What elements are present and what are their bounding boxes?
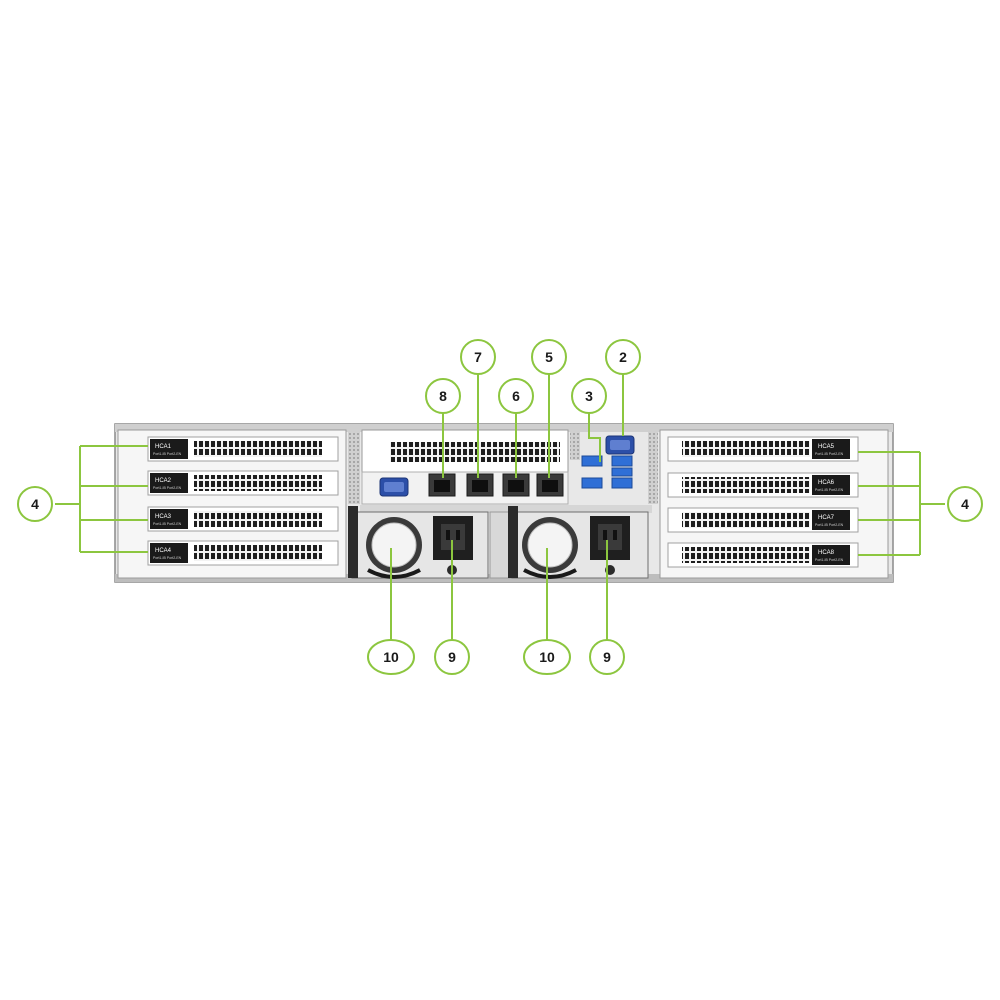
callout-6: 6 xyxy=(498,378,534,414)
hca-card-label: HCA1 xyxy=(155,444,172,450)
callout-2: 2 xyxy=(605,339,641,375)
hca-card-label: HCA4 xyxy=(155,548,172,554)
callout-5: 5 xyxy=(531,339,567,375)
callout-text: 5 xyxy=(545,349,553,365)
hca-card-label: HCA3 xyxy=(155,514,172,520)
lan-port-8 xyxy=(428,473,456,497)
hca-card-label: HCA8 xyxy=(818,550,835,556)
usb-ports xyxy=(581,455,633,489)
hca-card: HCA5 Port1-IB Port2-EN xyxy=(667,436,859,462)
left-hca-cage: HCA1 Port1-IB Port2-EN HCA2 Port1-IB Por… xyxy=(147,436,339,566)
callout-text: 8 xyxy=(439,388,447,404)
callout-7: 7 xyxy=(460,339,496,375)
callout-text: 9 xyxy=(603,649,611,665)
hca-card-sub: Port1-IB Port2-EN xyxy=(153,452,182,456)
psu-2 xyxy=(508,506,649,579)
hca-card-sub: Port1-IB Port2-EN xyxy=(815,452,844,456)
hca-card: HCA6 Port1-IB Port2-EN xyxy=(667,472,859,498)
hca-card-sub: Port1-IB Port2-EN xyxy=(815,558,844,562)
lan-port-7 xyxy=(466,473,494,497)
hca-card: HCA8 Port1-IB Port2-EN xyxy=(667,542,859,568)
hca-card: HCA3 Port1-IB Port2-EN xyxy=(147,506,339,532)
right-hca-cage: HCA5 Port1-IB Port2-EN HCA6 Port1-IB Por… xyxy=(667,436,859,568)
hca-card-label: HCA5 xyxy=(818,444,835,450)
callout-text: 6 xyxy=(512,388,520,404)
psu-1 xyxy=(348,506,489,579)
io-panel xyxy=(361,429,635,505)
callout-9-psu1: 9 xyxy=(434,639,470,675)
callout-10-psu2: 10 xyxy=(523,639,571,675)
hca-card: HCA7 Port1-IB Port2-EN xyxy=(667,507,859,533)
callout-3: 3 xyxy=(571,378,607,414)
callout-text: 3 xyxy=(585,388,593,404)
hca-card-label: HCA2 xyxy=(155,478,172,484)
hca-card-label: HCA7 xyxy=(818,515,835,521)
callout-9-psu2: 9 xyxy=(589,639,625,675)
leader-lines xyxy=(55,374,945,640)
hca-card-sub: Port1-IB Port2-EN xyxy=(153,556,182,560)
callout-text: 4 xyxy=(961,496,969,512)
hca-card-sub: Port1-IB Port2-EN xyxy=(815,488,844,492)
vga-port-panel xyxy=(379,477,409,497)
callout-text: 4 xyxy=(31,496,39,512)
callout-10-psu1: 10 xyxy=(367,639,415,675)
callout-8: 8 xyxy=(425,378,461,414)
callout-text: 2 xyxy=(619,349,627,365)
hca-card-sub: Port1-IB Port2-EN xyxy=(153,522,182,526)
callout-text: 7 xyxy=(474,349,482,365)
vga-port-top xyxy=(605,435,635,455)
hca-card: HCA4 Port1-IB Port2-EN xyxy=(147,540,339,566)
hca-card-sub: Port1-IB Port2-EN xyxy=(153,486,182,490)
callout-4-right: 4 xyxy=(947,486,983,522)
hca-card-sub: Port1-IB Port2-EN xyxy=(815,523,844,527)
hca-card-label: HCA6 xyxy=(818,480,835,486)
hca-card: HCA2 Port1-IB Port2-EN xyxy=(147,470,339,496)
callout-4-left: 4 xyxy=(17,486,53,522)
callouts: 4 4 8 7 6 5 3 2 xyxy=(17,339,983,675)
callout-text: 10 xyxy=(383,649,399,665)
callout-text: 10 xyxy=(539,649,555,665)
callout-text: 9 xyxy=(448,649,456,665)
hca-card: HCA1 Port1-IB Port2-EN xyxy=(147,436,339,462)
